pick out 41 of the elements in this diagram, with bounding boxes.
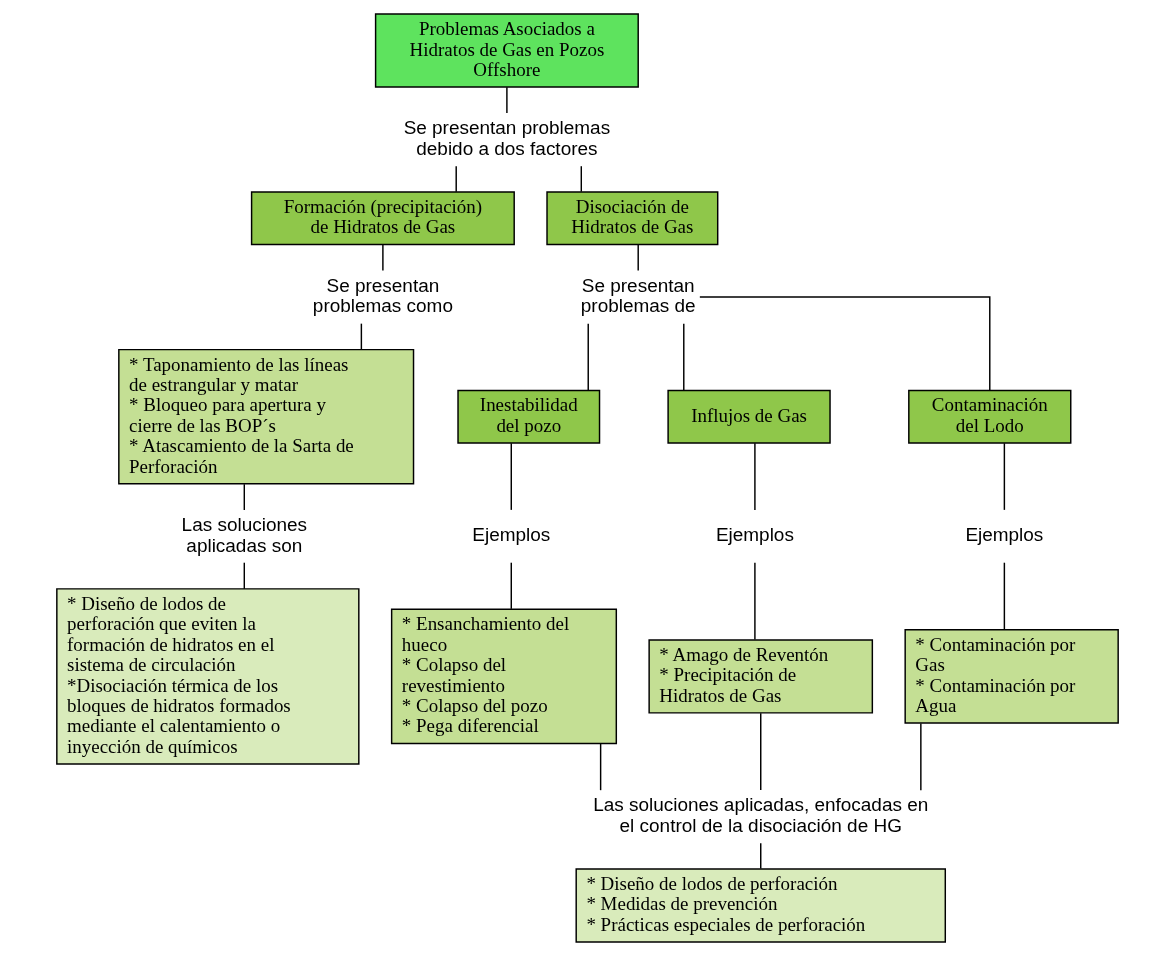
node-text: Ejemplos — [472, 524, 551, 546]
node-text: Ejemplos — [715, 524, 794, 546]
node-box: Inestabilidad del pozo — [457, 389, 601, 444]
node-box: * Amago de Reventón * Precipitación de Hidratos de Gas — [648, 639, 874, 714]
node-text: Las soluciones aplicadas son — [181, 514, 307, 556]
connector — [587, 322, 589, 391]
connector — [1003, 561, 1006, 630]
connector — [699, 296, 991, 391]
connector — [510, 561, 512, 610]
node-box: Influjos de Gas — [667, 389, 831, 444]
connector — [754, 561, 756, 641]
connector — [243, 483, 246, 511]
connector — [243, 561, 246, 590]
node-box: * Diseño de lodos de perforación * Medidas de prevención * Prácticas especiales de perforación — [575, 868, 946, 943]
node-box: * Ensanchamiento del hueco * Colapso del revestimiento * Colapso del pozo * Pega diferencial — [390, 608, 618, 745]
connector — [760, 712, 762, 791]
connector — [760, 842, 762, 870]
connector — [360, 322, 363, 350]
node-text: Las soluciones aplicadas, enfocadas en el control de la disociación de HG — [593, 794, 929, 836]
node-box: Contaminación del Lodo — [908, 389, 1072, 444]
node-box: * Diseño de lodos de perforación que eviten la formación de hidratos en el sistema de circulación *Disociación térmica de los bloques de hidratos formados mediante el calentamiento o inyección de químicos — [56, 588, 360, 765]
node-box: Formación (precipitación) de Hidratos de Gas — [250, 191, 515, 246]
connector — [683, 322, 685, 391]
connector — [580, 165, 583, 193]
connector — [455, 165, 457, 193]
connector — [599, 742, 602, 791]
node-box: * Contaminación por Gas * Contaminación por Agua — [904, 629, 1119, 724]
connector — [920, 722, 922, 791]
connector — [382, 244, 384, 272]
node-text: Se presentan problemas como — [312, 274, 453, 317]
node-box: Problemas Asociados a Hidratos de Gas en Pozos Offshore — [374, 13, 639, 88]
connector — [506, 86, 508, 114]
node-text: Ejemplos — [965, 524, 1044, 546]
node-text: Se presentan problemas debido a dos factores — [403, 117, 611, 159]
node-box: Disociación de Hidratos de Gas — [546, 191, 719, 246]
connector — [637, 244, 639, 272]
connector — [754, 442, 756, 511]
node-text: Se presentan problemas de — [580, 274, 696, 317]
connector — [1003, 442, 1006, 511]
connector — [510, 442, 512, 511]
node-box: * Taponamiento de las líneas de estrangular y matar * Bloqueo para apertura y cierre de las BOP´s * Atascamiento de la Sarta de Perforación — [118, 348, 415, 485]
